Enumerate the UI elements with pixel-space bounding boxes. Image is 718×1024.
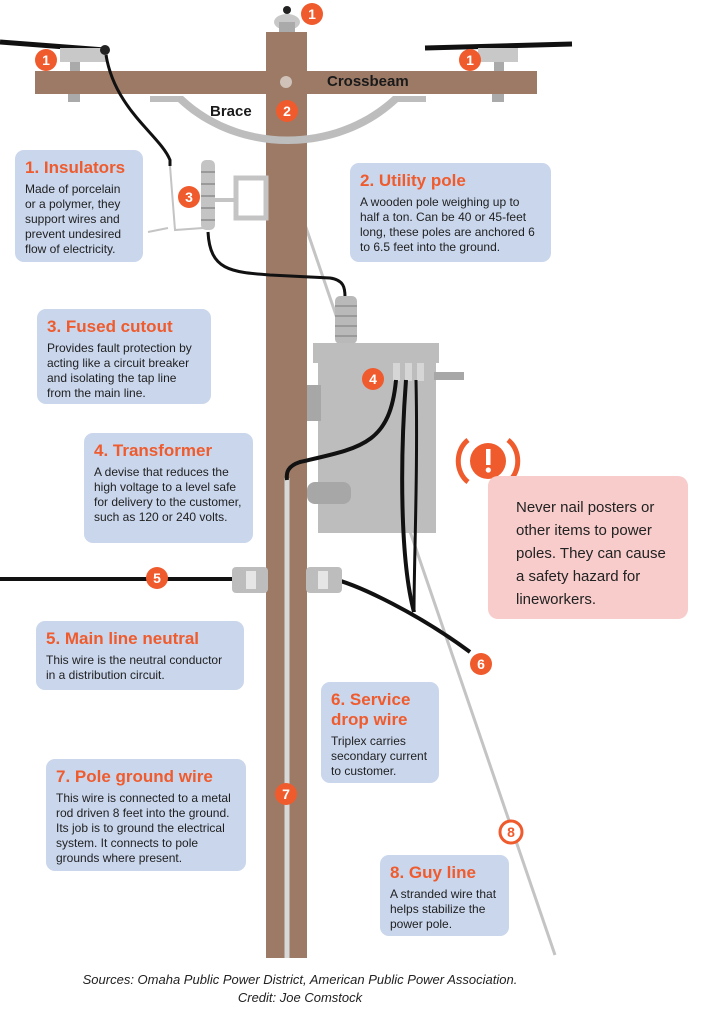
transformer-text: A devise that reduces the high voltage t… xyxy=(94,465,242,524)
fused-cutout-box: 3. Fused cutout Provides fault protectio… xyxy=(37,309,211,404)
svg-text:1: 1 xyxy=(308,6,316,22)
transformer xyxy=(307,296,464,533)
marker-1-top: 1 xyxy=(301,3,323,25)
primary-wire-right xyxy=(424,41,573,51)
main-line-neutral-title: 5. Main line neutral xyxy=(46,629,200,648)
top-insulator-base xyxy=(279,22,295,32)
service-drop-lead-2 xyxy=(412,379,419,613)
brace-label: Brace xyxy=(210,103,252,120)
svg-text:7: 7 xyxy=(282,786,290,802)
marker-5: 5 xyxy=(146,567,168,589)
guy-line-text: A stranded wire that helps stabilize the… xyxy=(390,887,497,931)
svg-text:6: 6 xyxy=(477,656,485,672)
crossbeam-label: Crossbeam xyxy=(327,73,409,90)
svg-text:4: 4 xyxy=(369,371,377,387)
marker-6: 6 xyxy=(470,653,492,675)
service-drop-lead xyxy=(400,379,416,613)
marker-1-left: 1 xyxy=(35,49,57,71)
utility-pole-box: 2. Utility pole A wooden pole weighing u… xyxy=(350,163,551,262)
safety-warning-box: Never nail posters or other items to pow… xyxy=(488,476,688,619)
svg-text:2: 2 xyxy=(283,103,291,119)
insulators-text: Made of porcelain or a polymer, they sup… xyxy=(25,182,122,256)
pole-ground-text: This wire is connected to a metal rod dr… xyxy=(56,791,231,865)
left-insulator xyxy=(60,45,110,102)
transformer-box: 4. Transformer A devise that reduces the… xyxy=(84,433,253,543)
service-drop-box: 6. Service drop wire Triplex carries sec… xyxy=(321,682,439,783)
sources-line: Sources: Omaha Public Power District, Am… xyxy=(82,972,518,987)
marker-3: 3 xyxy=(178,186,200,208)
utility-pole-title: 2. Utility pole xyxy=(360,171,466,190)
marker-1-right: 1 xyxy=(459,49,481,71)
pole-ground-box: 7. Pole ground wire This wire is connect… xyxy=(46,759,246,871)
fused-cutout-title: 3. Fused cutout xyxy=(47,317,173,336)
service-drop-text: Triplex carries secondary current to cus… xyxy=(331,734,428,778)
ground-lead-wire xyxy=(284,379,398,481)
safety-warning-text: Never nail posters or other items to pow… xyxy=(516,499,666,608)
top-insulator-cap xyxy=(283,6,291,14)
main-line-neutral-text: This wire is the neutral conductor in a … xyxy=(46,653,223,682)
utility-pole-text: A wooden pole weighing up to half a ton.… xyxy=(360,195,535,254)
guy-line-box: 8. Guy line A stranded wire that helps s… xyxy=(380,855,509,936)
marker-8: 8 xyxy=(498,819,524,845)
svg-text:1: 1 xyxy=(42,52,50,68)
cutout-to-transformer-wire xyxy=(206,231,347,298)
marker-4: 4 xyxy=(362,368,384,390)
transformer-title: 4. Transformer xyxy=(94,441,213,460)
svg-text:5: 5 xyxy=(153,570,161,586)
marker-2: 2 xyxy=(276,100,298,122)
svg-text:1: 1 xyxy=(466,52,474,68)
service-drop-title: 6. Service drop wire xyxy=(331,690,411,729)
brace xyxy=(150,96,426,144)
guy-line-title: 8. Guy line xyxy=(390,863,476,882)
right-insulator xyxy=(478,48,518,102)
neutral-clamp-right xyxy=(306,567,342,593)
main-line-neutral-box: 5. Main line neutral This wire is the ne… xyxy=(36,621,244,690)
svg-text:3: 3 xyxy=(185,189,193,205)
tap-wire xyxy=(104,54,172,166)
insulators-box: 1. Insulators Made of porcelain or a pol… xyxy=(15,150,143,262)
fused-cutout xyxy=(147,160,269,233)
insulators-title: 1. Insulators xyxy=(25,158,126,177)
pole-ground-title: 7. Pole ground wire xyxy=(56,767,213,786)
marker-7: 7 xyxy=(275,783,297,805)
svg-text:8: 8 xyxy=(507,824,515,840)
fused-cutout-text: Provides fault protection by acting like… xyxy=(47,341,192,400)
crossbeam-bolt xyxy=(280,76,292,88)
neutral-clamp-left xyxy=(232,567,268,593)
credit-line: Credit: Joe Comstock xyxy=(237,990,363,1005)
